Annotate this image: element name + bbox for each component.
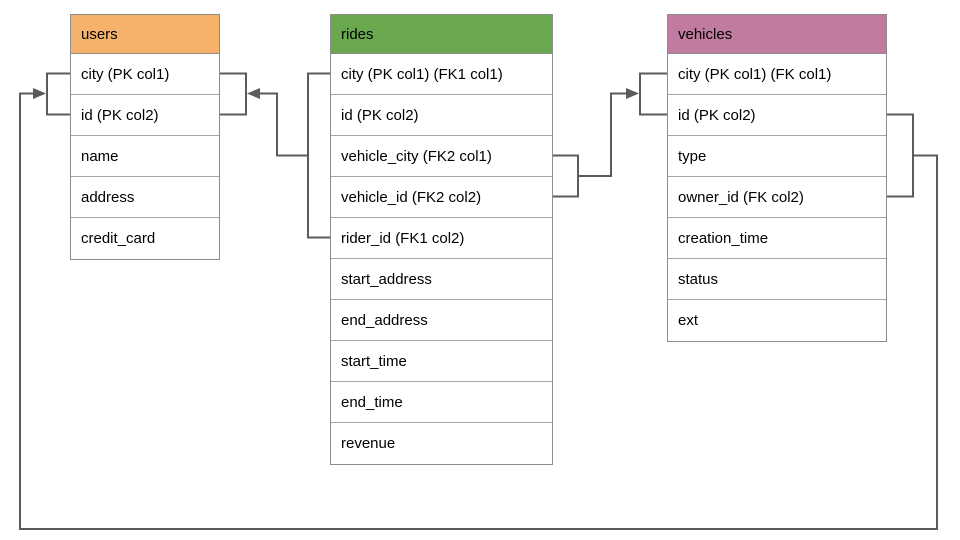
table-users-header: users: [71, 15, 219, 54]
arrowhead-right-icon: [626, 88, 639, 99]
column-row: city (PK col1) (FK1 col1): [331, 54, 552, 95]
column-row: start_time: [331, 341, 552, 382]
vehicles-left-bracket: [639, 72, 667, 116]
vehicles-to-users-line: [19, 92, 938, 530]
column-row: end_address: [331, 300, 552, 341]
connector-rides-to-users: [220, 72, 330, 239]
column-row: vehicle_id (FK2 col2): [331, 177, 552, 218]
rides-fk1-bracket: [307, 72, 330, 239]
column-row: address: [71, 177, 219, 218]
column-row: vehicle_city (FK2 col1): [331, 136, 552, 177]
rides-fk2-bracket: [553, 154, 579, 198]
table-rides-columns: city (PK col1) (FK1 col1)id (PK col2)veh…: [331, 54, 552, 464]
arrowhead-left-icon: [247, 88, 260, 99]
column-row: owner_id (FK col2): [668, 177, 886, 218]
column-row: id (PK col2): [331, 95, 552, 136]
column-row: revenue: [331, 423, 552, 464]
table-vehicles: vehicles city (PK col1) (FK col1)id (PK …: [667, 14, 887, 342]
column-row: credit_card: [71, 218, 219, 259]
rides-to-users-line: [250, 92, 308, 157]
connector-rides-to-vehicles: [553, 72, 667, 198]
column-row: end_time: [331, 382, 552, 423]
column-row: start_address: [331, 259, 552, 300]
column-row: city (PK col1) (FK col1): [668, 54, 886, 95]
connector-vehicles-to-users: [19, 72, 938, 530]
arrowhead-right-icon: [33, 88, 46, 99]
column-row: ext: [668, 300, 886, 341]
column-row: creation_time: [668, 218, 886, 259]
vehicles-fk-bracket: [887, 113, 914, 198]
column-row: city (PK col1): [71, 54, 219, 95]
table-vehicles-header: vehicles: [668, 15, 886, 54]
rides-to-vehicles-line: [578, 92, 637, 177]
table-rides-header: rides: [331, 15, 552, 54]
column-row: type: [668, 136, 886, 177]
column-row: status: [668, 259, 886, 300]
column-row: id (PK col2): [668, 95, 886, 136]
column-row: rider_id (FK1 col2): [331, 218, 552, 259]
column-row: id (PK col2): [71, 95, 219, 136]
users-right-bracket: [220, 72, 247, 116]
table-rides: rides city (PK col1) (FK1 col1)id (PK co…: [330, 14, 553, 465]
users-left-bracket: [46, 72, 70, 116]
column-row: name: [71, 136, 219, 177]
table-vehicles-columns: city (PK col1) (FK col1)id (PK col2)type…: [668, 54, 886, 341]
